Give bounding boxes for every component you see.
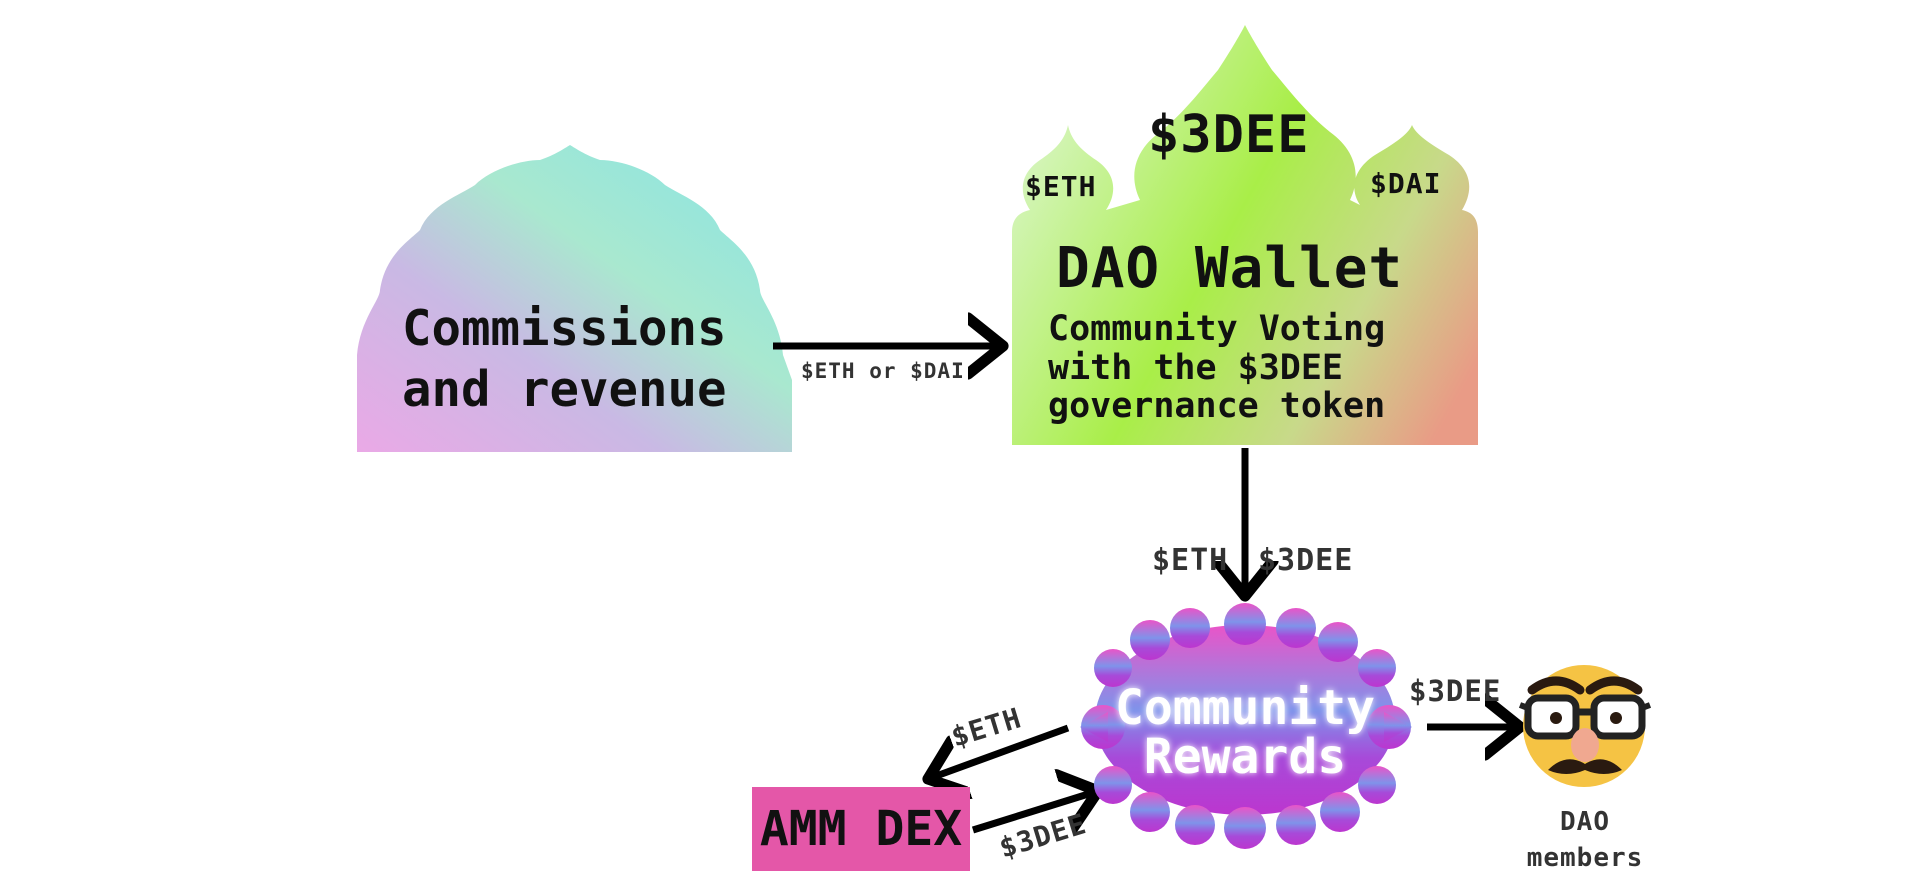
arrow-dex-to-rewards: [971, 791, 1098, 830]
dao-members-label-line1: DAO: [1560, 807, 1610, 837]
commissions-label-line1: Commissions: [402, 300, 727, 357]
edge-label-eth-or-dai: $ETH or $DAI: [801, 359, 965, 383]
dome-right-label: $DAI: [1370, 167, 1441, 200]
dome-main-label: $3DEE: [1148, 105, 1310, 165]
arrows: [773, 346, 1520, 830]
edge-label-3dee-members: $3DEE: [1409, 674, 1501, 708]
amm-dex-label: AMM DEX: [760, 801, 962, 857]
dao-members-label-line2: members: [1527, 843, 1644, 873]
edge-label-eth-down: $ETH: [1152, 543, 1228, 578]
dao-wallet-line2: with the $3DEE: [1048, 348, 1343, 388]
dao-wallet-line1: Community Voting: [1048, 309, 1385, 349]
rewards-shape: [1080, 603, 1412, 849]
rewards-label-line1: Community: [1115, 680, 1375, 736]
dao-members-node: DAO members: [1518, 665, 1652, 873]
dome-left-label: $ETH: [1025, 170, 1096, 203]
dao-wallet-node: $3DEE $ETH $DAI DAO Wallet Community Vot…: [1012, 25, 1478, 445]
commissions-shape: [357, 145, 792, 452]
amm-dex-node: AMM DEX: [752, 787, 970, 871]
dao-wallet-line3: governance token: [1048, 386, 1385, 426]
dao-wallet-shape: [1012, 25, 1478, 445]
rewards-label-line2: Rewards: [1144, 729, 1346, 785]
amm-dex-box: [752, 787, 970, 871]
edge-label-3dee-down: $3DEE: [1258, 543, 1353, 578]
arrow-rewards-to-dex: [928, 724, 1070, 779]
commissions-label-line2: and revenue: [402, 361, 727, 418]
community-rewards-node: Community Rewards: [1080, 603, 1412, 849]
commissions-node: Commissions and revenue: [357, 145, 792, 452]
disguise-face-icon: [1518, 665, 1652, 787]
dao-wallet-title: DAO Wallet: [1056, 236, 1403, 301]
